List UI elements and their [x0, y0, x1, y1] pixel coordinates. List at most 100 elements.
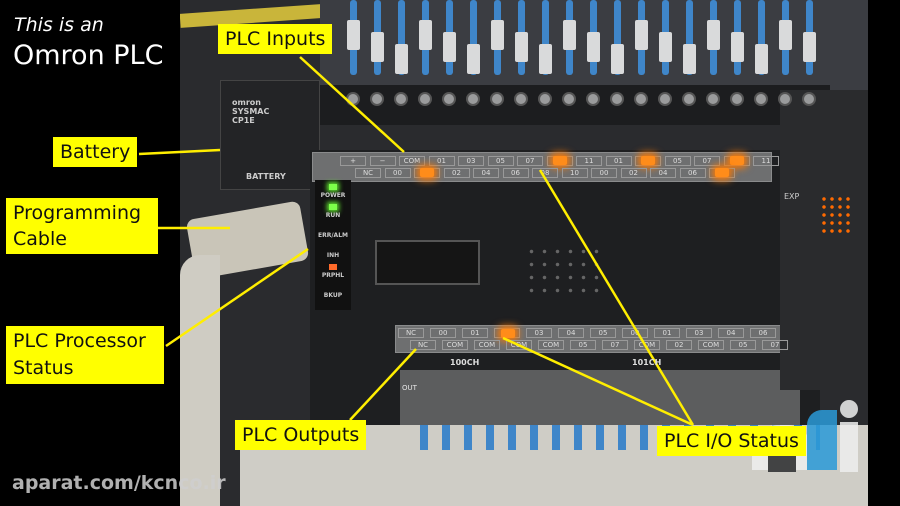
output-label-bottom: 07	[762, 340, 788, 350]
label-programming-cable: Programming Cable	[6, 198, 158, 254]
screw-terminal	[634, 92, 648, 106]
output-label-top: 05	[590, 328, 616, 338]
arrow-battery	[138, 148, 221, 156]
status-label: INH	[326, 252, 340, 259]
status-led-orange	[329, 264, 337, 270]
wire-tag	[707, 20, 720, 50]
output-label-top: 04	[718, 328, 744, 338]
screw-terminal	[802, 92, 816, 106]
expansion-leds	[820, 195, 850, 235]
label-plc-outputs: PLC Outputs	[235, 420, 367, 450]
wire-tag	[491, 20, 504, 50]
status-label: BKUP	[323, 292, 343, 299]
input-label-top: 05	[664, 156, 691, 166]
output-label-bottom: 07	[602, 340, 628, 350]
input-label-top: 01	[428, 156, 455, 166]
arrow-outputs	[349, 348, 417, 421]
wire-tag	[587, 32, 600, 62]
output-label-top: 06	[750, 328, 776, 338]
screw-terminal	[586, 92, 600, 106]
output-label-bottom: COM	[442, 340, 468, 350]
input-label-bottom: 02	[443, 168, 470, 178]
arrow-plc-inputs	[299, 56, 405, 153]
output-terminal-cover	[400, 370, 800, 425]
screw-terminal	[538, 92, 552, 106]
output-label-bottom: COM	[538, 340, 564, 350]
output-label-bottom: COM	[474, 340, 500, 350]
output-label-bottom: COM	[698, 340, 724, 350]
model-name: CP1E	[232, 116, 255, 125]
input-label-bottom: 10	[561, 168, 588, 178]
wire-tag	[347, 20, 360, 50]
status-label: RUN	[325, 212, 341, 219]
output-indicator-strip	[395, 325, 790, 353]
screw-terminal	[442, 92, 456, 106]
intro-title: Omron PLC	[13, 40, 164, 71]
input-led-on	[729, 156, 744, 165]
wire	[686, 0, 693, 75]
wire-tag	[755, 44, 768, 74]
input-label-bottom: 02	[620, 168, 647, 178]
battery-cover-label: BATTERY	[246, 172, 286, 181]
status-panel	[315, 180, 351, 310]
screw-terminal	[490, 92, 504, 106]
brand-name: omron	[232, 98, 261, 107]
wire-tag	[659, 32, 672, 62]
label-battery: Battery	[53, 137, 138, 167]
input-label-bottom: 00	[384, 168, 411, 178]
wire-tag	[419, 20, 432, 50]
screw-terminal	[658, 92, 672, 106]
wire	[398, 0, 405, 75]
input-label-top: 11	[576, 156, 602, 166]
wire-tag	[371, 32, 384, 62]
input-label-bottom: NC	[355, 168, 381, 178]
output-label-bottom: NC	[410, 340, 436, 350]
input-led-on	[641, 156, 655, 165]
input-label-top: +	[340, 156, 366, 166]
input-label-bottom: 06	[502, 168, 529, 178]
screw-terminal	[394, 92, 408, 106]
output-label-top: 03	[526, 328, 552, 338]
input-led-on	[420, 168, 434, 177]
input-label-top: 07	[517, 156, 543, 166]
screw-terminal	[466, 92, 480, 106]
screw-terminal	[562, 92, 576, 106]
wire-tag	[563, 20, 576, 50]
screw-terminal	[514, 92, 528, 106]
wire	[542, 0, 549, 75]
ch-101-label: 101CH	[632, 358, 662, 367]
output-label-top: 04	[558, 328, 584, 338]
battery-cover	[220, 80, 320, 190]
input-label-top: 05	[487, 156, 514, 166]
input-label-bottom: 04	[650, 168, 676, 178]
output-label-top: 03	[686, 328, 712, 338]
input-led-on	[715, 168, 729, 177]
pin-grid	[525, 245, 605, 295]
input-label-top: −	[369, 156, 396, 166]
input-led-on	[552, 156, 567, 165]
status-label: PRPHL	[321, 272, 345, 279]
output-label-top: NC	[398, 328, 424, 338]
wire-tag	[611, 44, 624, 74]
out-label: OUT	[402, 384, 417, 392]
output-label-bottom: 05	[730, 340, 756, 350]
wire-tag	[731, 32, 744, 62]
output-label-bottom: 05	[570, 340, 596, 350]
input-label-top: COM	[399, 156, 425, 166]
wire	[470, 0, 477, 75]
input-label-bottom: 00	[591, 168, 617, 178]
input-label-top: 07	[694, 156, 720, 166]
output-label-top: 01	[654, 328, 680, 338]
intro-line-1: This is an	[14, 14, 104, 36]
wire-tag	[395, 44, 408, 74]
input-label-top: 11	[753, 156, 779, 166]
screw-terminal	[706, 92, 720, 106]
status-label: ERR/ALM	[318, 232, 348, 239]
output-label-bottom: 02	[666, 340, 692, 350]
wire	[614, 0, 621, 75]
expansion-unit	[780, 90, 868, 390]
wire-tag	[635, 20, 648, 50]
wire	[758, 0, 765, 75]
